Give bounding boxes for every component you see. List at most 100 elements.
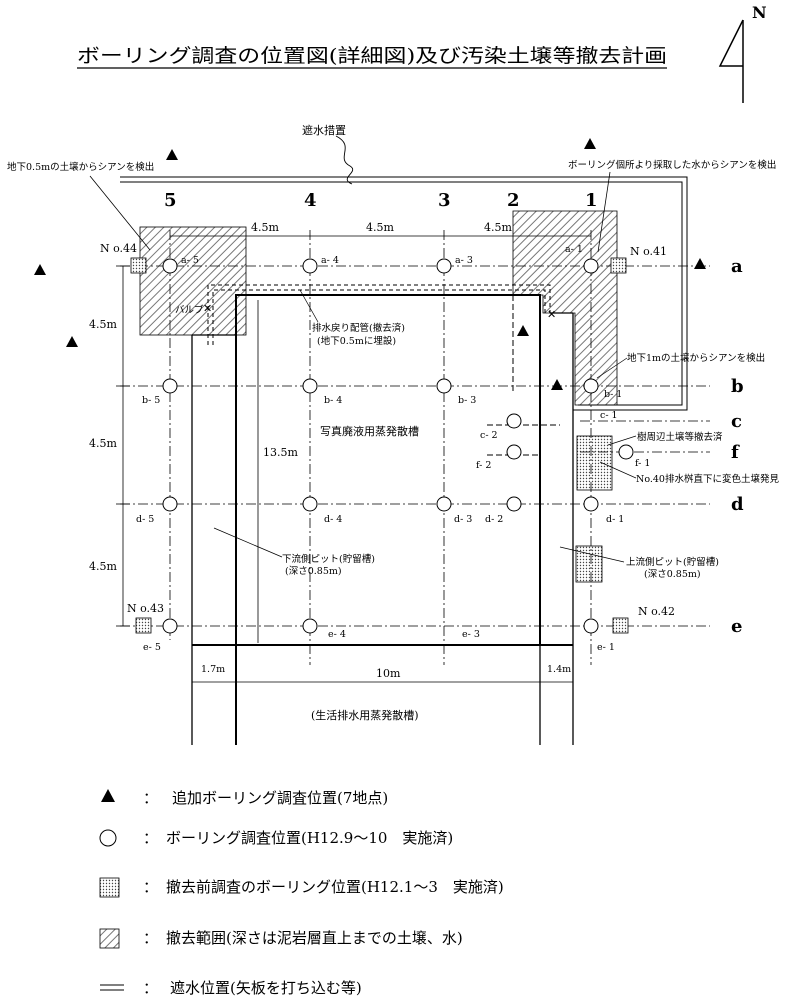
dim-col-5-4: 4.5m: [251, 221, 279, 234]
borehole-d2: [506, 496, 522, 512]
dim-col-4-3: 4.5m: [366, 221, 394, 234]
prior-label-no43: N o.43: [127, 602, 164, 615]
leader-up-pit: [559, 546, 625, 563]
leader-cyanide-left: [89, 175, 151, 251]
bh-label-e5: e- 5: [143, 642, 161, 653]
leader-tree-soil: [607, 435, 637, 446]
triangle-marker-icon: [551, 379, 563, 390]
dim-row-d-e: 4.5m: [89, 560, 117, 573]
dim-tank-width: 10m: [376, 667, 401, 680]
legend-label-2: ボーリング調査位置(H12.9～10 実施済): [166, 829, 453, 847]
row-label-c: c: [731, 411, 742, 432]
legend-triangle-icon: [101, 789, 115, 802]
legend-label-5: 遮水位置(矢板を打ち込む等): [170, 979, 362, 997]
triangle-marker-icon: [694, 258, 706, 269]
borehole-b3: [436, 378, 452, 394]
bh-label-e4: e- 4: [328, 629, 346, 640]
label-cyanide-left: 地下0.5mの土壌からシアンを検出: [7, 161, 154, 173]
label-discolored-soil: No.40排水桝直下に変色土壌発見: [636, 473, 779, 485]
page-title: ボーリング調査の位置図(詳細図)及び汚染土壌等撤去計画: [77, 45, 667, 67]
borehole-d5: [162, 496, 178, 512]
borehole-d1: [583, 496, 599, 512]
label-water-shield: 遮水措置: [302, 123, 346, 137]
leader-cyanide-1m: [596, 357, 628, 379]
borehole-b1: [583, 378, 599, 394]
legend-circle-icon: [99, 829, 117, 847]
borehole-d3: [436, 496, 452, 512]
legend-label-1: 追加ボーリング調査位置(7地点): [172, 789, 388, 807]
label-up-pit-sub: (深さ0.85m): [644, 569, 701, 580]
bh-label-d3: d- 3: [454, 514, 472, 525]
bh-label-a5: a- 5: [181, 255, 199, 266]
tree-removal-area: [576, 435, 613, 491]
borehole-c2: [506, 413, 522, 429]
borehole-b4: [302, 378, 318, 394]
bh-label-f1: f- 1: [635, 458, 650, 469]
col-label-2: 2: [507, 190, 520, 211]
borehole-a3: [436, 258, 452, 274]
borehole-e1: [583, 618, 599, 634]
bh-label-a4: a- 4: [321, 255, 339, 266]
north-arrow-icon: N: [718, 3, 767, 103]
label-drain-pipe: 排水戻り配管(撤去済): [312, 322, 405, 334]
leader-discolored: [599, 461, 637, 479]
label-up-pit: 上流側ピット(貯留槽): [626, 556, 719, 568]
bh-label-b4: b- 4: [324, 395, 342, 406]
col-label-4: 4: [304, 190, 317, 211]
dimension-lines-left: [116, 265, 130, 627]
borehole-circles: [162, 258, 634, 634]
col-label-5: 5: [164, 190, 177, 211]
additional-boring-markers: [34, 138, 706, 390]
label-cyanide-right: ボーリング個所より採取した水からシアンを検出: [568, 159, 776, 171]
dim-height: 13.5m: [263, 446, 298, 459]
borehole-f2: [506, 444, 522, 460]
dim-left-margin: 1.7m: [201, 664, 225, 675]
bh-label-c1: c- 1: [600, 410, 618, 421]
row-label-e: e: [731, 616, 742, 637]
row-label-f: f: [731, 442, 740, 463]
label-down-pit-sub: (深さ0.85m): [285, 566, 342, 577]
bh-label-b5: b- 5: [142, 395, 160, 406]
prior-boring-no43: [135, 617, 152, 634]
bh-label-a3: a- 3: [455, 255, 473, 266]
legend-colon-2: ：: [143, 829, 158, 847]
triangle-marker-icon: [166, 149, 178, 160]
borehole-e4: [302, 618, 318, 634]
removal-area-upper-right: [512, 210, 618, 406]
label-valve: バルブ: [175, 304, 204, 316]
col-label-1: 1: [585, 190, 598, 211]
prior-label-no41: N o.41: [630, 245, 667, 258]
pipe-x-icon: ✕: [547, 308, 556, 321]
triangle-marker-icon: [66, 336, 78, 347]
label-photo-tank: 写真廃液用蒸発散槽: [320, 424, 419, 438]
triangle-marker-icon: [584, 138, 596, 149]
triangle-marker-icon: [517, 325, 529, 336]
borehole-d4: [302, 496, 318, 512]
leader-drain-pipe: [299, 289, 319, 323]
bh-label-d4: d- 4: [324, 514, 342, 525]
legend-label-3: 撤去前調査のボーリング位置(H12.1～3 実施済): [166, 878, 504, 896]
prior-boring-no41: [610, 257, 627, 274]
removal-area-upper-left: [139, 226, 247, 336]
row-label-d: d: [731, 494, 744, 515]
row-label-a: a: [731, 256, 743, 277]
col-label-3: 3: [438, 190, 451, 211]
dim-col-3-1: 4.5m: [484, 221, 512, 234]
legend-colon-4: ：: [143, 929, 158, 947]
label-cyanide-1m: 地下1mの土壌からシアンを検出: [627, 352, 765, 364]
borehole-a1: [583, 258, 599, 274]
bh-label-d1: d- 1: [606, 514, 624, 525]
dim-right-margin: 1.4m: [547, 664, 571, 675]
bh-label-e1: e- 1: [597, 642, 615, 653]
svg-text:N: N: [752, 3, 767, 22]
bh-label-b1: b- 1: [604, 389, 622, 400]
bh-label-d2: d- 2: [485, 514, 503, 525]
tank-structure: [191, 284, 574, 745]
label-drain-pipe-sub: (地下0.5mに埋設): [317, 335, 396, 347]
row-label-b: b: [731, 376, 744, 397]
bh-label-d5: d- 5: [136, 514, 154, 525]
triangle-marker-icon: [34, 264, 46, 275]
valve-x-icon: ✕: [203, 302, 212, 315]
borehole-e5: [162, 618, 178, 634]
